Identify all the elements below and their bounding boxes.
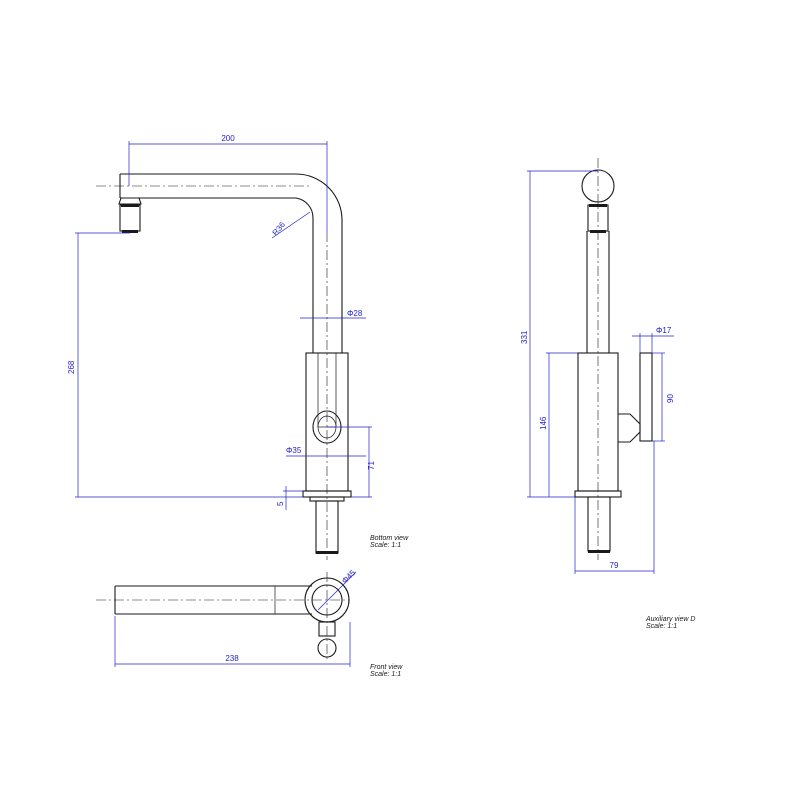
aux-aerator-band <box>589 204 607 207</box>
aux-shank <box>587 496 611 552</box>
dim-200-label: 200 <box>221 134 235 143</box>
aerator-tip <box>122 230 138 233</box>
dim-r36-label: R36 <box>271 220 288 237</box>
view-2-geometry <box>96 572 350 660</box>
view-1-geometry <box>96 173 352 560</box>
view-3-scale: Scale: 1:1 <box>646 623 677 630</box>
dim-5-label: 5 <box>276 501 285 506</box>
aux-shank-bottom <box>588 550 610 553</box>
plan-body-inner <box>311 584 343 616</box>
dim-268-label: 268 <box>67 360 76 374</box>
aux-aerator-tip <box>590 230 606 233</box>
view-1-scale: Scale: 1:1 <box>370 542 401 549</box>
aux-handle-lever <box>639 352 653 442</box>
dim-r36-leader <box>271 211 311 239</box>
aux-spout-circle <box>581 169 615 203</box>
dim-90-label: 90 <box>666 394 675 403</box>
spout-tube-bottom <box>120 197 314 353</box>
spout-tube-top <box>120 173 343 353</box>
plan-handle-neck <box>318 621 336 637</box>
dim-331-label: 331 <box>520 330 529 344</box>
dim-phi35-label: Φ35 <box>286 446 302 455</box>
view-2-scale: Scale: 1:1 <box>370 671 401 678</box>
aux-handle-joint <box>618 413 641 443</box>
dim-phi28-label: Φ28 <box>347 309 363 318</box>
view-3-caption: Auxiliary view D <box>645 616 695 623</box>
plan-handle-knob <box>317 638 337 658</box>
view-1-caption: Bottom view <box>370 535 409 542</box>
dim-phi45-label: Φ45 <box>340 568 358 586</box>
shank-bottom <box>316 551 338 554</box>
aerator-body <box>119 204 141 232</box>
view-2-caption: Front view <box>370 664 403 671</box>
aerator-neck <box>118 197 142 205</box>
dim-146-label: 146 <box>539 416 548 430</box>
dim-phi17-label: Φ17 <box>656 326 672 335</box>
aerator-band <box>121 204 139 207</box>
dim-79-label: 79 <box>610 561 619 570</box>
dim-71-label: 71 <box>367 461 376 470</box>
dim-phi45-leader <box>317 571 357 611</box>
dim-238-label: 238 <box>225 654 239 663</box>
view-2-dimensions: Φ45 238 Front view Scale: 1:1 <box>114 568 403 678</box>
view-3-dimensions: 331 146 Φ17 90 79 Auxiliary view D Scale… <box>520 170 695 630</box>
view-1-dimensions: 200 R36 Φ28 268 Φ35 71 5 Bottom view Sca… <box>67 134 409 549</box>
view-3-geometry <box>574 158 653 560</box>
